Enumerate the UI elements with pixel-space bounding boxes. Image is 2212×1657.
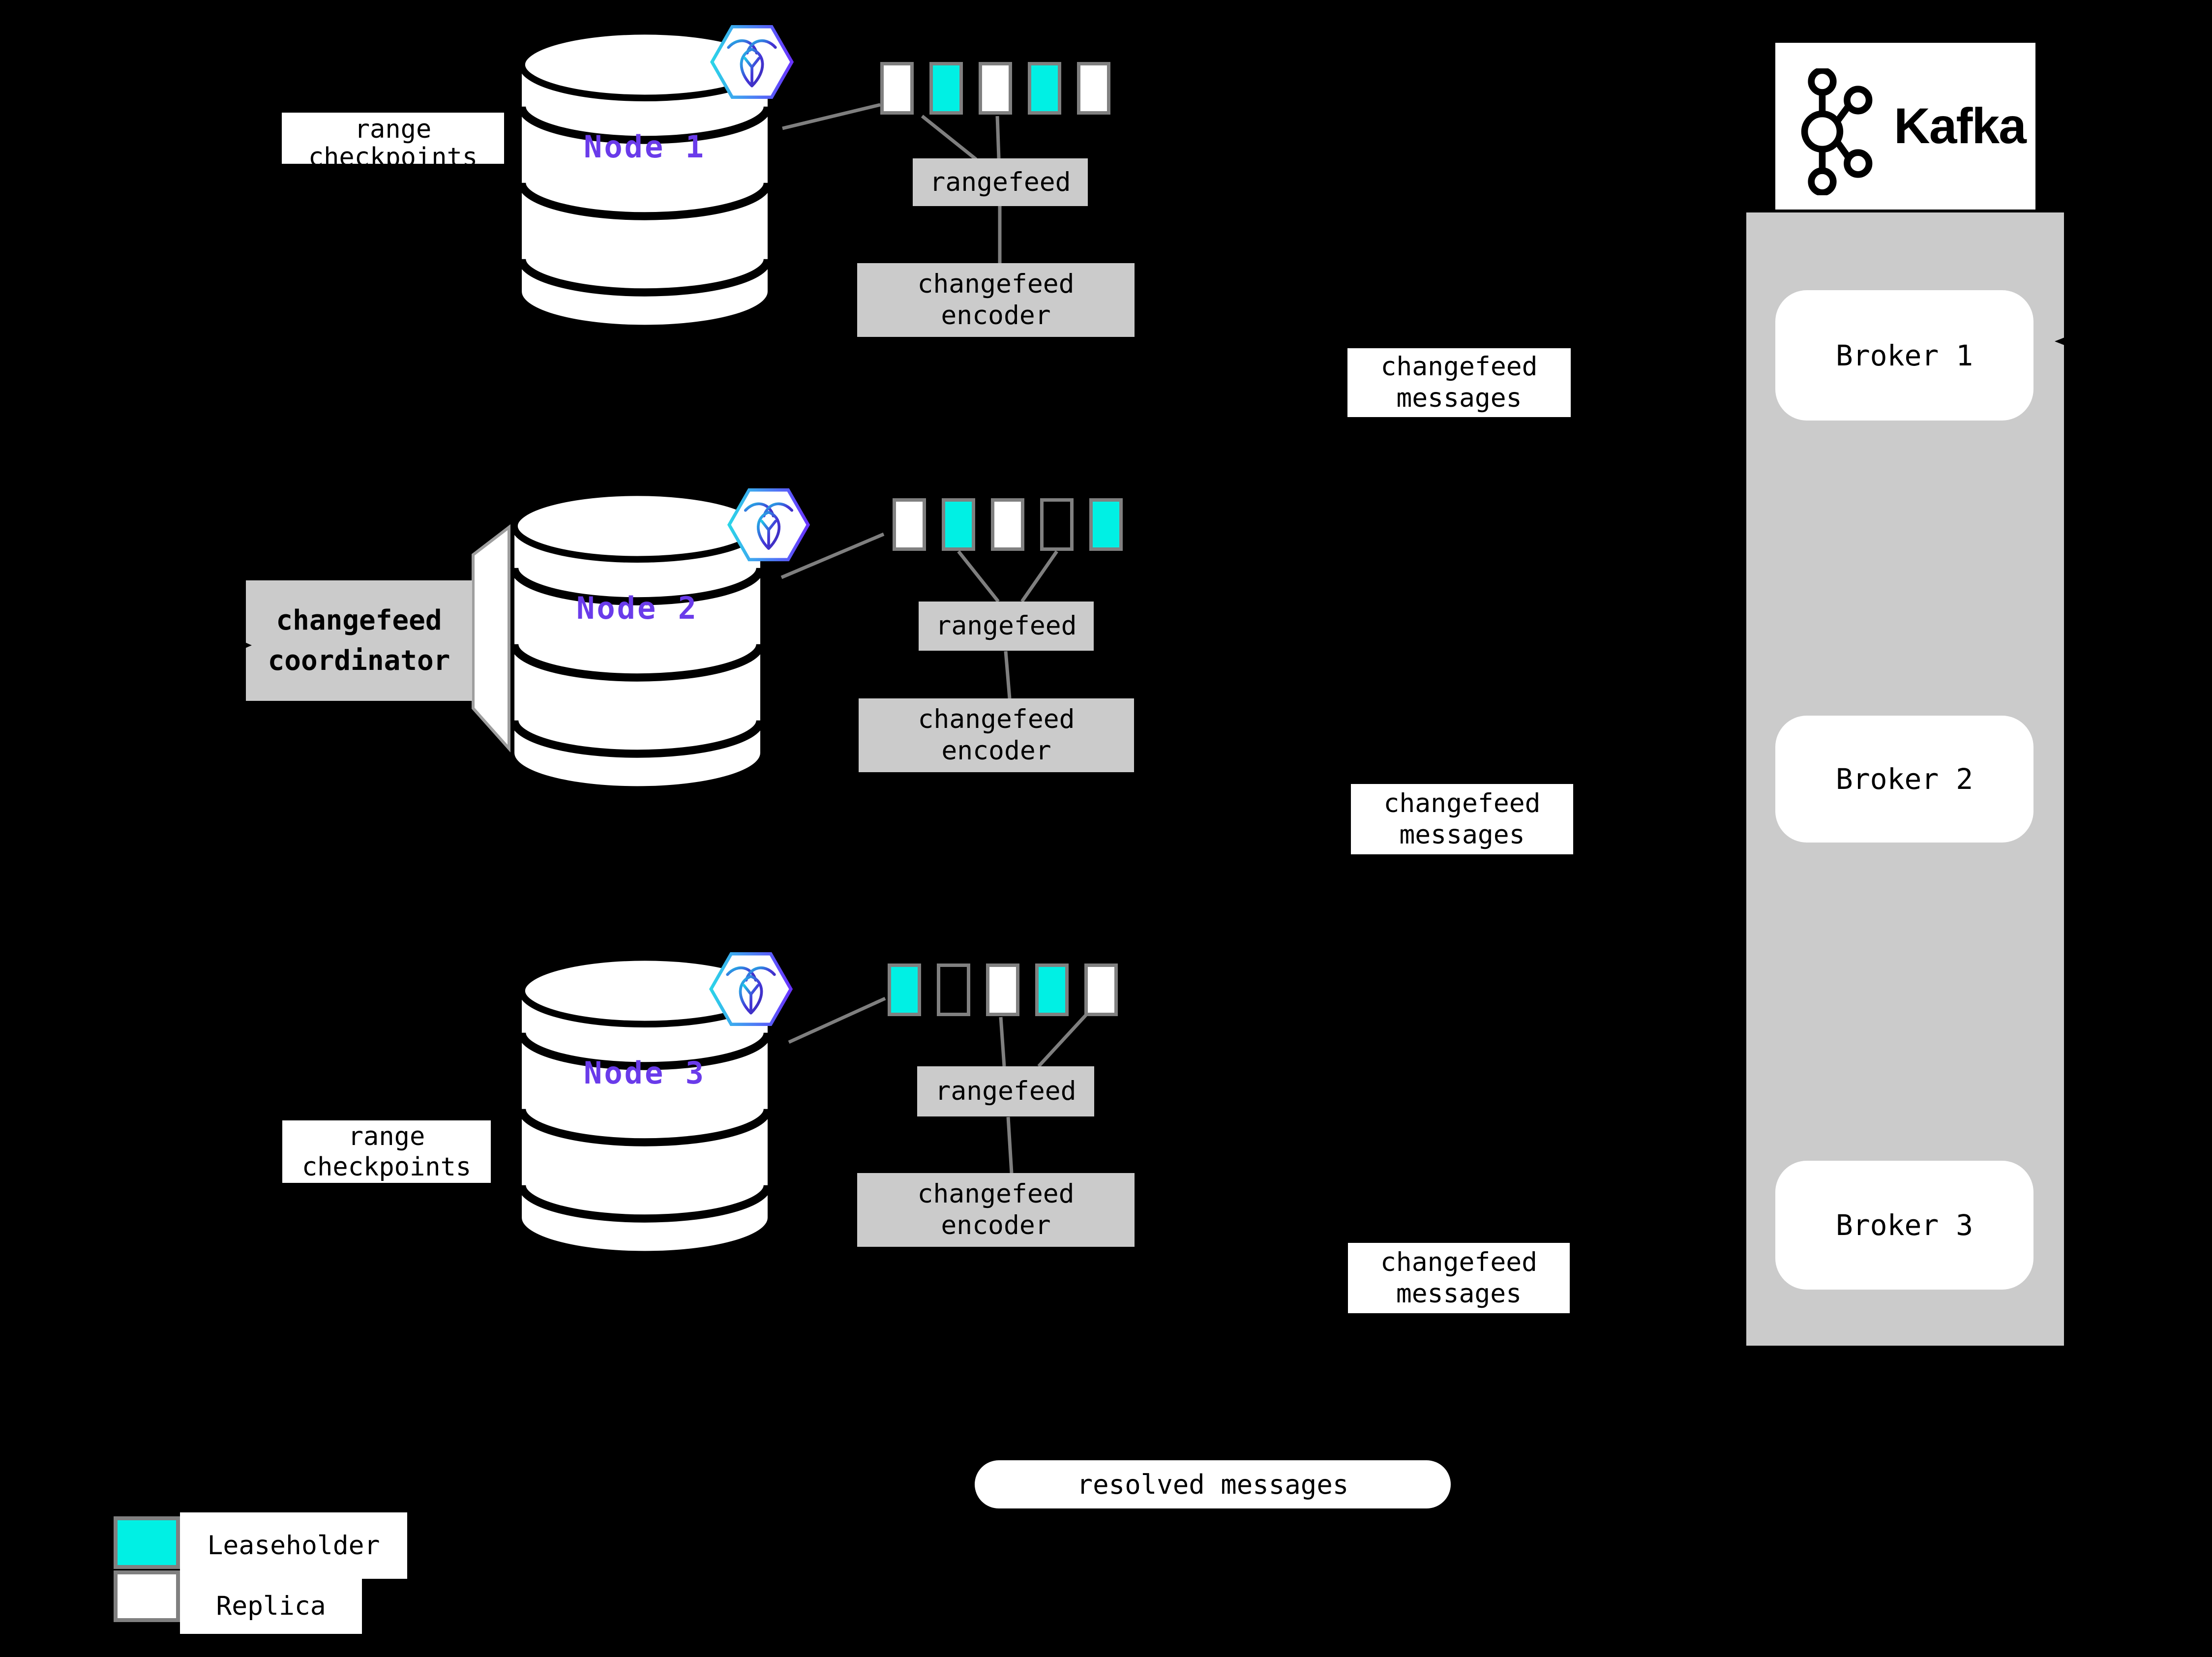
- messages-line1: changefeed: [1383, 788, 1541, 818]
- changefeed-encoder-box-node1: changefeed encoder: [857, 263, 1135, 337]
- range-checkpoints-label-node3: range checkpoints: [282, 1120, 491, 1183]
- range-square-replica: [1077, 62, 1110, 115]
- range-row-node2: [893, 498, 1123, 551]
- cockroachdb-icon: [727, 486, 810, 564]
- range-square-empty: [1040, 498, 1074, 551]
- cockroachdb-icon: [710, 23, 794, 101]
- changefeed-messages-label-3: changefeed messages: [1348, 1243, 1570, 1313]
- changefeed-encoder-box-node3: changefeed encoder: [857, 1173, 1135, 1247]
- encoder-line2: encoder: [941, 301, 1051, 331]
- replica-text: Replica: [216, 1591, 326, 1621]
- range-square-leaseholder: [929, 62, 963, 115]
- rangefeed-label: rangefeed: [935, 1076, 1076, 1106]
- encoder-line1: changefeed: [917, 1179, 1075, 1209]
- coordinator-line2: coordinator: [268, 644, 450, 677]
- kafka-logo-box: Kafka: [1775, 43, 2035, 210]
- broker-3-label: Broker 3: [1835, 1208, 1973, 1242]
- resolved-messages-pill: resolved messages: [975, 1460, 1451, 1508]
- broker-1: Broker 1: [1775, 290, 2033, 421]
- broker-1-label: Broker 1: [1835, 338, 1973, 372]
- range-checkpoints-label-node1: range checkpoints: [282, 113, 504, 164]
- kafka-wordmark: Kafka: [1894, 98, 2027, 154]
- rangefeed-label: rangefeed: [935, 611, 1077, 641]
- range-square-empty: [937, 964, 970, 1016]
- range-row-node3: [888, 964, 1118, 1016]
- rangefeed-box-node3: rangefeed: [917, 1066, 1094, 1116]
- broker-2-label: Broker 2: [1835, 762, 1973, 796]
- range-checkpoints-line2: checkpoints: [308, 143, 478, 164]
- legend-leaseholder-label: Leaseholder: [180, 1512, 407, 1579]
- legend-replica-label: Replica: [180, 1579, 362, 1634]
- rangefeed-box-node1: rangefeed: [913, 158, 1088, 206]
- broker-2: Broker 2: [1775, 716, 2033, 843]
- encoder-line2: encoder: [941, 1210, 1051, 1240]
- messages-line1: changefeed: [1380, 1247, 1538, 1277]
- range-checkpoints-line1: range: [348, 1121, 425, 1151]
- legend-leaseholder-swatch: [114, 1516, 180, 1569]
- coordinator-line1: changefeed: [276, 604, 442, 636]
- legend-replica-swatch: [114, 1570, 180, 1622]
- rangefeed-label: rangefeed: [929, 167, 1071, 197]
- node2-label: Node 2: [576, 590, 698, 626]
- range-row-node1: [880, 62, 1110, 115]
- range-square-replica: [1084, 964, 1118, 1016]
- range-square-replica: [991, 498, 1024, 551]
- node1-label: Node 1: [584, 129, 706, 165]
- messages-line2: messages: [1396, 1278, 1522, 1309]
- range-square-leaseholder: [888, 964, 921, 1016]
- rangefeed-box-node2: rangefeed: [919, 602, 1094, 651]
- range-square-leaseholder: [1089, 498, 1123, 551]
- encoder-line2: encoder: [941, 736, 1051, 766]
- leaseholder-text: Leaseholder: [207, 1530, 380, 1561]
- range-square-replica: [893, 498, 926, 551]
- messages-line2: messages: [1396, 383, 1522, 413]
- range-square-leaseholder: [1028, 62, 1061, 115]
- range-square-replica: [979, 62, 1012, 115]
- range-checkpoints-line2: checkpoints: [301, 1152, 472, 1182]
- cockroachdb-icon: [709, 950, 793, 1028]
- changefeed-encoder-box-node2: changefeed encoder: [859, 698, 1134, 772]
- coordinator-flag: [472, 524, 510, 753]
- messages-line2: messages: [1399, 819, 1525, 850]
- broker-3: Broker 3: [1775, 1161, 2033, 1290]
- range-square-leaseholder: [942, 498, 975, 551]
- encoder-line1: changefeed: [918, 704, 1075, 734]
- encoder-line1: changefeed: [917, 269, 1075, 299]
- messages-line1: changefeed: [1380, 352, 1538, 382]
- node3-label: Node 3: [584, 1055, 706, 1091]
- range-checkpoints-line1: range: [354, 115, 432, 144]
- changefeed-coordinator-box: changefeed coordinator: [246, 580, 472, 701]
- changefeed-messages-label-1: changefeed messages: [1347, 348, 1571, 417]
- range-square-replica: [880, 62, 914, 115]
- range-square-replica: [986, 964, 1019, 1016]
- resolved-messages-label: resolved messages: [1076, 1469, 1349, 1500]
- range-square-leaseholder: [1035, 964, 1069, 1016]
- kafka-icon: [1797, 68, 1879, 195]
- changefeed-messages-label-2: changefeed messages: [1351, 784, 1573, 854]
